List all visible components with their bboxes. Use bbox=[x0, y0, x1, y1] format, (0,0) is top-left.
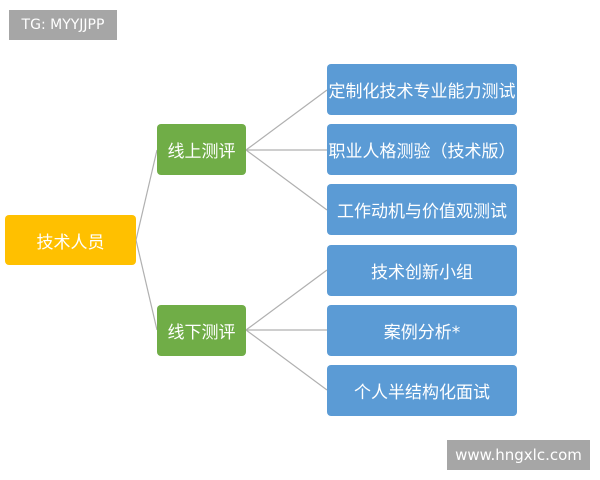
connector bbox=[245, 149, 328, 211]
connector bbox=[245, 89, 328, 151]
watermark-top: TG: MYYJJPP bbox=[9, 10, 117, 40]
root-node: 技术人员 bbox=[5, 215, 136, 265]
leaf-node: 技术创新小组 bbox=[327, 245, 517, 296]
connector bbox=[135, 239, 158, 331]
leaf-node: 案例分析* bbox=[327, 305, 517, 356]
watermark-bottom: www.hngxlc.com bbox=[447, 440, 590, 470]
branch-offline: 线下测评 bbox=[157, 305, 246, 356]
connector bbox=[135, 149, 158, 241]
connector bbox=[245, 269, 328, 331]
leaf-node: 定制化技术专业能力测试 bbox=[327, 64, 517, 115]
leaf-node: 个人半结构化面试 bbox=[327, 365, 517, 416]
leaf-node: 工作动机与价值观测试 bbox=[327, 184, 517, 235]
connector bbox=[245, 329, 328, 391]
leaf-node: 职业人格测验（技术版） bbox=[327, 124, 517, 175]
branch-online: 线上测评 bbox=[157, 124, 246, 175]
